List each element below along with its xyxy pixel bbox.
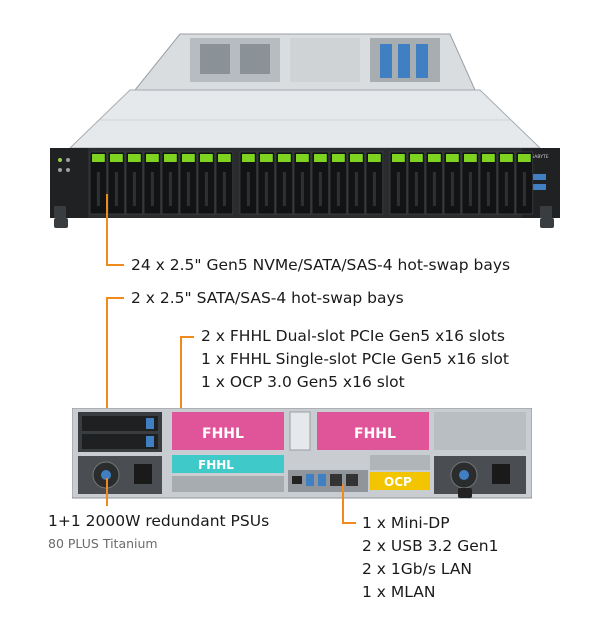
drive-bay-latch — [350, 154, 363, 162]
drive-bay-handle — [396, 172, 400, 206]
fhhl-slot-left — [172, 412, 284, 450]
label-psu-subtitle: 80 PLUS Titanium — [48, 536, 158, 551]
ocp-label: OCP — [384, 475, 412, 489]
label-pcie-1: 2 x FHHL Dual-slot PCIe Gen5 x16 slots — [201, 327, 505, 345]
leader-line-psu — [106, 478, 108, 506]
drive-bay-handle — [336, 172, 340, 206]
drive-bay-handle — [522, 172, 526, 206]
leader-line-rear-bays — [106, 297, 108, 415]
label-pcie-2: 1 x FHHL Single-slot PCIe Gen5 x16 slot — [201, 350, 509, 368]
server-front-view: GIGABYTE — [40, 30, 570, 235]
drive-bay-handle — [468, 172, 472, 206]
drive-bay-handle — [372, 172, 376, 206]
label-io-1: 1 x Mini-DP — [362, 514, 450, 532]
leader-line-front-bays — [106, 194, 108, 266]
label-rear-bays: 2 x 2.5" SATA/SAS-4 hot-swap bays — [131, 289, 404, 307]
front-chassis-illustration: GIGABYTE — [50, 33, 560, 228]
drive-bay-latch — [278, 154, 291, 162]
drive-bay-latch — [500, 154, 513, 162]
drive-bay-handle — [96, 172, 100, 206]
front-brand-logo: GIGABYTE — [526, 154, 549, 160]
label-front-bays: 24 x 2.5" Gen5 NVMe/SATA/SAS-4 hot-swap … — [131, 256, 511, 274]
drive-bay-latch — [218, 154, 231, 162]
drive-bay-latch — [92, 154, 105, 162]
drive-bay-latch — [200, 154, 213, 162]
drive-bay-handle — [114, 172, 118, 206]
drive-bay-handle — [300, 172, 304, 206]
leader-line-pcie-h — [180, 336, 194, 338]
drive-bay-handle — [204, 172, 208, 206]
rear-chassis-illustration: FHHL FHHL FHHL OCP — [71, 407, 533, 499]
drive-bay-handle — [186, 172, 190, 206]
front-drive-bays — [89, 151, 534, 215]
drive-bay-latch — [410, 154, 423, 162]
leader-line-rear-bays-h — [106, 297, 124, 299]
ocp-slot — [370, 472, 430, 490]
leader-line-front-bays-h — [106, 264, 124, 266]
leader-line-io — [342, 484, 344, 524]
server-rear-view: FHHL FHHL FHHL OCP — [71, 407, 533, 503]
drive-bay-handle — [414, 172, 418, 206]
drive-bay-handle — [432, 172, 436, 206]
drive-bay-handle — [264, 172, 268, 206]
label-io-2: 2 x USB 3.2 Gen1 — [362, 537, 499, 555]
drive-bay-handle — [450, 172, 454, 206]
leader-line-io-h — [342, 522, 356, 524]
drive-bay-latch — [296, 154, 309, 162]
drive-bay-latch — [368, 154, 381, 162]
label-io-4: 1 x MLAN — [362, 583, 436, 601]
drive-bay-latch — [464, 154, 477, 162]
label-io-3: 2 x 1Gb/s LAN — [362, 560, 473, 578]
fhhl-left-label: FHHL — [202, 426, 244, 442]
drive-bay-handle — [318, 172, 322, 206]
drive-bay-handle — [168, 172, 172, 206]
fhhl-slot-bottom — [172, 455, 284, 473]
drive-bay-latch — [428, 154, 441, 162]
drive-bay-latch — [314, 154, 327, 162]
fhhl-slot-right — [317, 412, 429, 450]
drive-bay-latch — [392, 154, 405, 162]
drive-bay-latch — [128, 154, 141, 162]
drive-bay-handle — [504, 172, 508, 206]
drive-bay-handle — [246, 172, 250, 206]
fhhl-bottom-label: FHHL — [198, 458, 234, 472]
fhhl-right-label: FHHL — [354, 426, 396, 442]
label-pcie-3: 1 x OCP 3.0 Gen5 x16 slot — [201, 373, 405, 391]
drive-bay-handle — [150, 172, 154, 206]
drive-bay-handle — [282, 172, 286, 206]
drive-bay-latch — [260, 154, 273, 162]
drive-bay-latch — [482, 154, 495, 162]
drive-bay-handle — [222, 172, 226, 206]
drive-bay-handle — [486, 172, 490, 206]
drive-bay-latch — [164, 154, 177, 162]
label-psu-title: 1+1 2000W redundant PSUs — [48, 512, 270, 530]
drive-bay-latch — [110, 154, 123, 162]
drive-bay-latch — [146, 154, 159, 162]
drive-bay-handle — [132, 172, 136, 206]
drive-bay-latch — [446, 154, 459, 162]
drive-bay-handle — [354, 172, 358, 206]
drive-bay-latch — [332, 154, 345, 162]
drive-bay-latch — [182, 154, 195, 162]
leader-line-pcie — [180, 336, 182, 414]
drive-bay-latch — [242, 154, 255, 162]
drive-bay-latch — [518, 154, 531, 162]
